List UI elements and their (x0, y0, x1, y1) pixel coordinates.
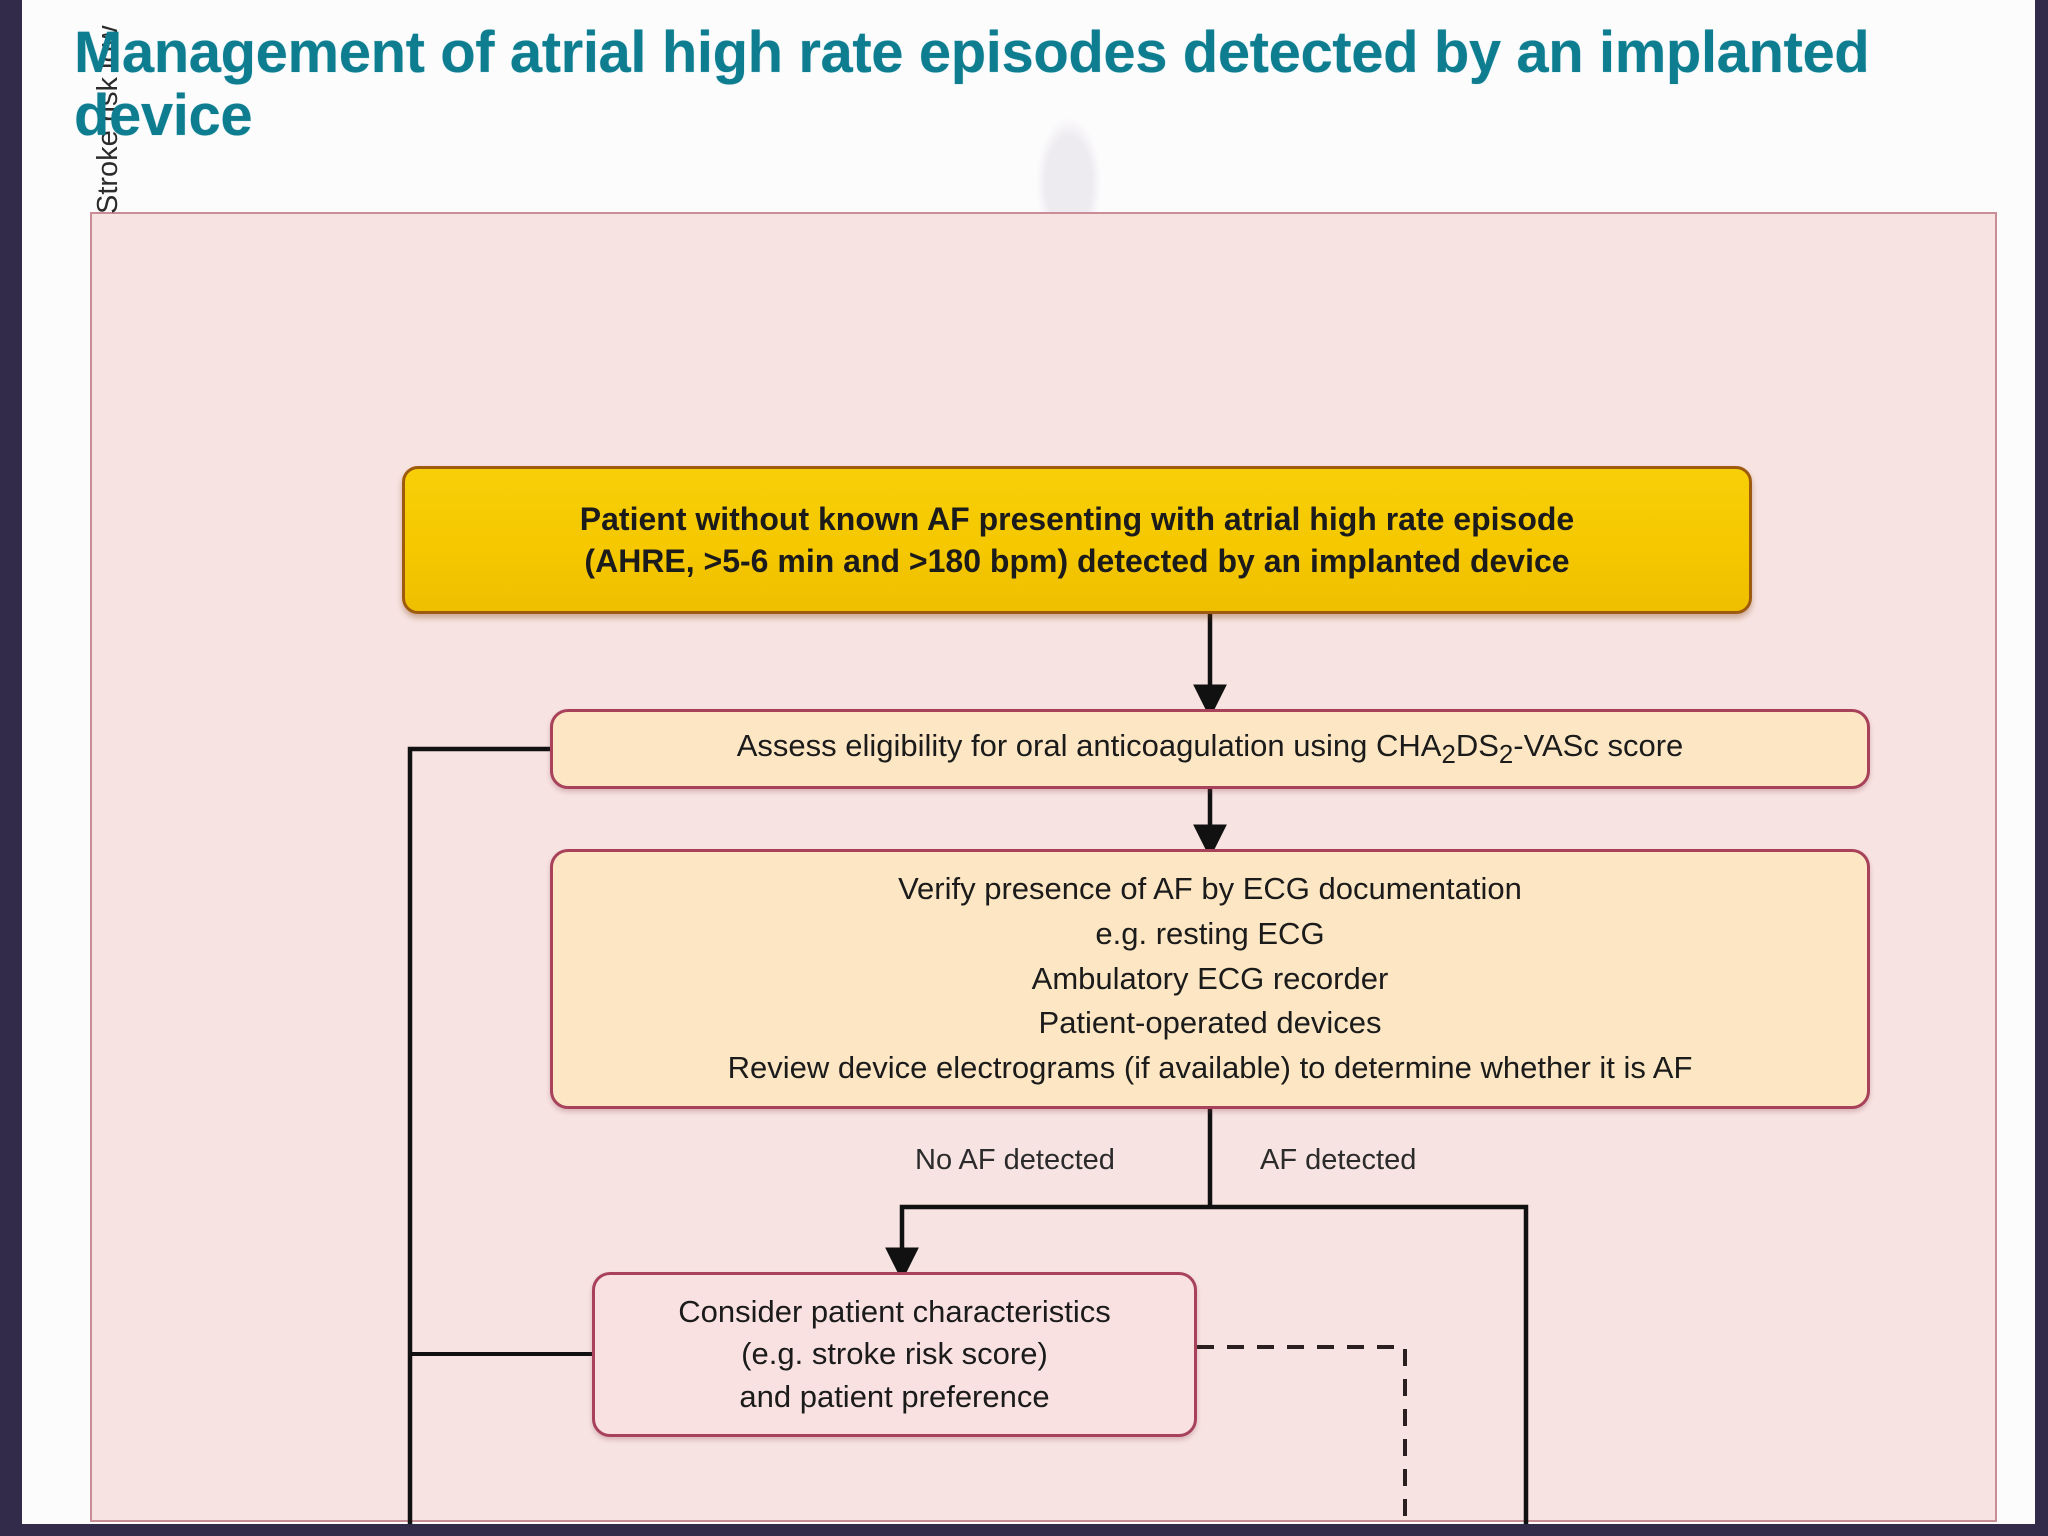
node-assess-text: Assess eligibility for oral anticoagulat… (736, 727, 1684, 769)
edge-label-af-detected: AF detected (1260, 1144, 1417, 1176)
slide-canvas: Management of atrial high rate episodes … (22, 0, 2035, 1524)
node-ahre-text: Patient without known AF presenting with… (579, 500, 1575, 579)
node-consider-text: Consider patient characteristics (e.g. s… (678, 1294, 1111, 1414)
edge-label-no-af-detected: No AF detected (915, 1144, 1115, 1176)
node-ahre: Patient without known AF presenting with… (402, 466, 1752, 614)
node-verify-text: Verify presence of AF by ECG documentati… (727, 871, 1693, 1085)
slide-title: Management of atrial high rate episodes … (74, 20, 1870, 148)
node-verify-af: Verify presence of AF by ECG documentati… (550, 849, 1870, 1109)
flowchart-panel: Patient without known AF presenting with… (90, 25, 1997, 1524)
node-consider-characteristics: Consider patient characteristics (e.g. s… (592, 1272, 1197, 1437)
node-assess-eligibility: Assess eligibility for oral anticoagulat… (550, 709, 1870, 789)
